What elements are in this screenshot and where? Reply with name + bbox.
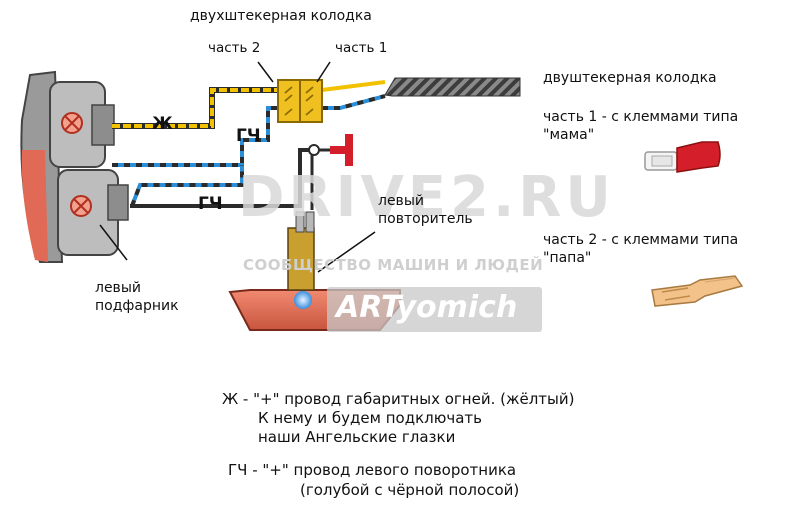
part1-desc-line2: "мама"	[543, 127, 595, 143]
parking-bulb-upper	[61, 112, 83, 134]
connector-part2-label: часть 2	[208, 40, 261, 56]
note-zh-line1: Ж - "+" провод габаритных огней. (жёлтый…	[222, 390, 575, 408]
blue-black-wire	[112, 94, 386, 210]
wire-label-gch-lower: ГЧ	[198, 194, 223, 214]
watermark-box	[327, 287, 542, 332]
ground-terminal	[308, 134, 353, 166]
male-terminal-icon	[651, 275, 744, 307]
note-gch-line2: (голубой с чёрной полосой)	[300, 481, 520, 499]
wire-label-gch-upper: ГЧ	[236, 126, 261, 146]
headlight-assembly	[20, 70, 129, 263]
two-pin-connector	[257, 61, 331, 123]
part1-desc-line1: часть 1 - с клеммами типа	[543, 109, 739, 125]
harness	[384, 77, 521, 97]
top-title: двухштекерная колодка	[190, 8, 372, 24]
repeater-label-line1: левый	[378, 193, 424, 209]
watermark-site: DRIVE2.RU	[238, 165, 615, 230]
watermark-author: ARTyomich	[336, 290, 518, 325]
parking-label-line1: левый	[95, 280, 141, 296]
parking-bulb-lower	[70, 195, 92, 217]
note-zh-line3: наши Ангельские глазки	[258, 428, 456, 446]
note-gch-line1: ГЧ - "+" провод левого поворотника	[228, 461, 517, 479]
connector-part1-label: часть 1	[335, 40, 388, 56]
part2-desc-line2: "папа"	[543, 250, 592, 266]
wire-label-zh: Ж	[152, 114, 173, 134]
note-zh-line2: К нему и будем подключать	[258, 409, 483, 427]
female-terminal-icon	[644, 141, 721, 173]
repeater-label-line2: повторитель	[378, 211, 473, 227]
right-panel-title: двуштекерная колодка	[543, 70, 717, 86]
leader-lines	[99, 224, 376, 273]
watermark-community: СООБЩЕСТВО МАШИН И ЛЮДЕЙ	[243, 256, 544, 274]
parking-label-line2: подфарник	[95, 298, 179, 314]
yellow-wire	[112, 80, 386, 129]
part2-desc-line1: часть 2 - с клеммами типа	[543, 232, 739, 248]
